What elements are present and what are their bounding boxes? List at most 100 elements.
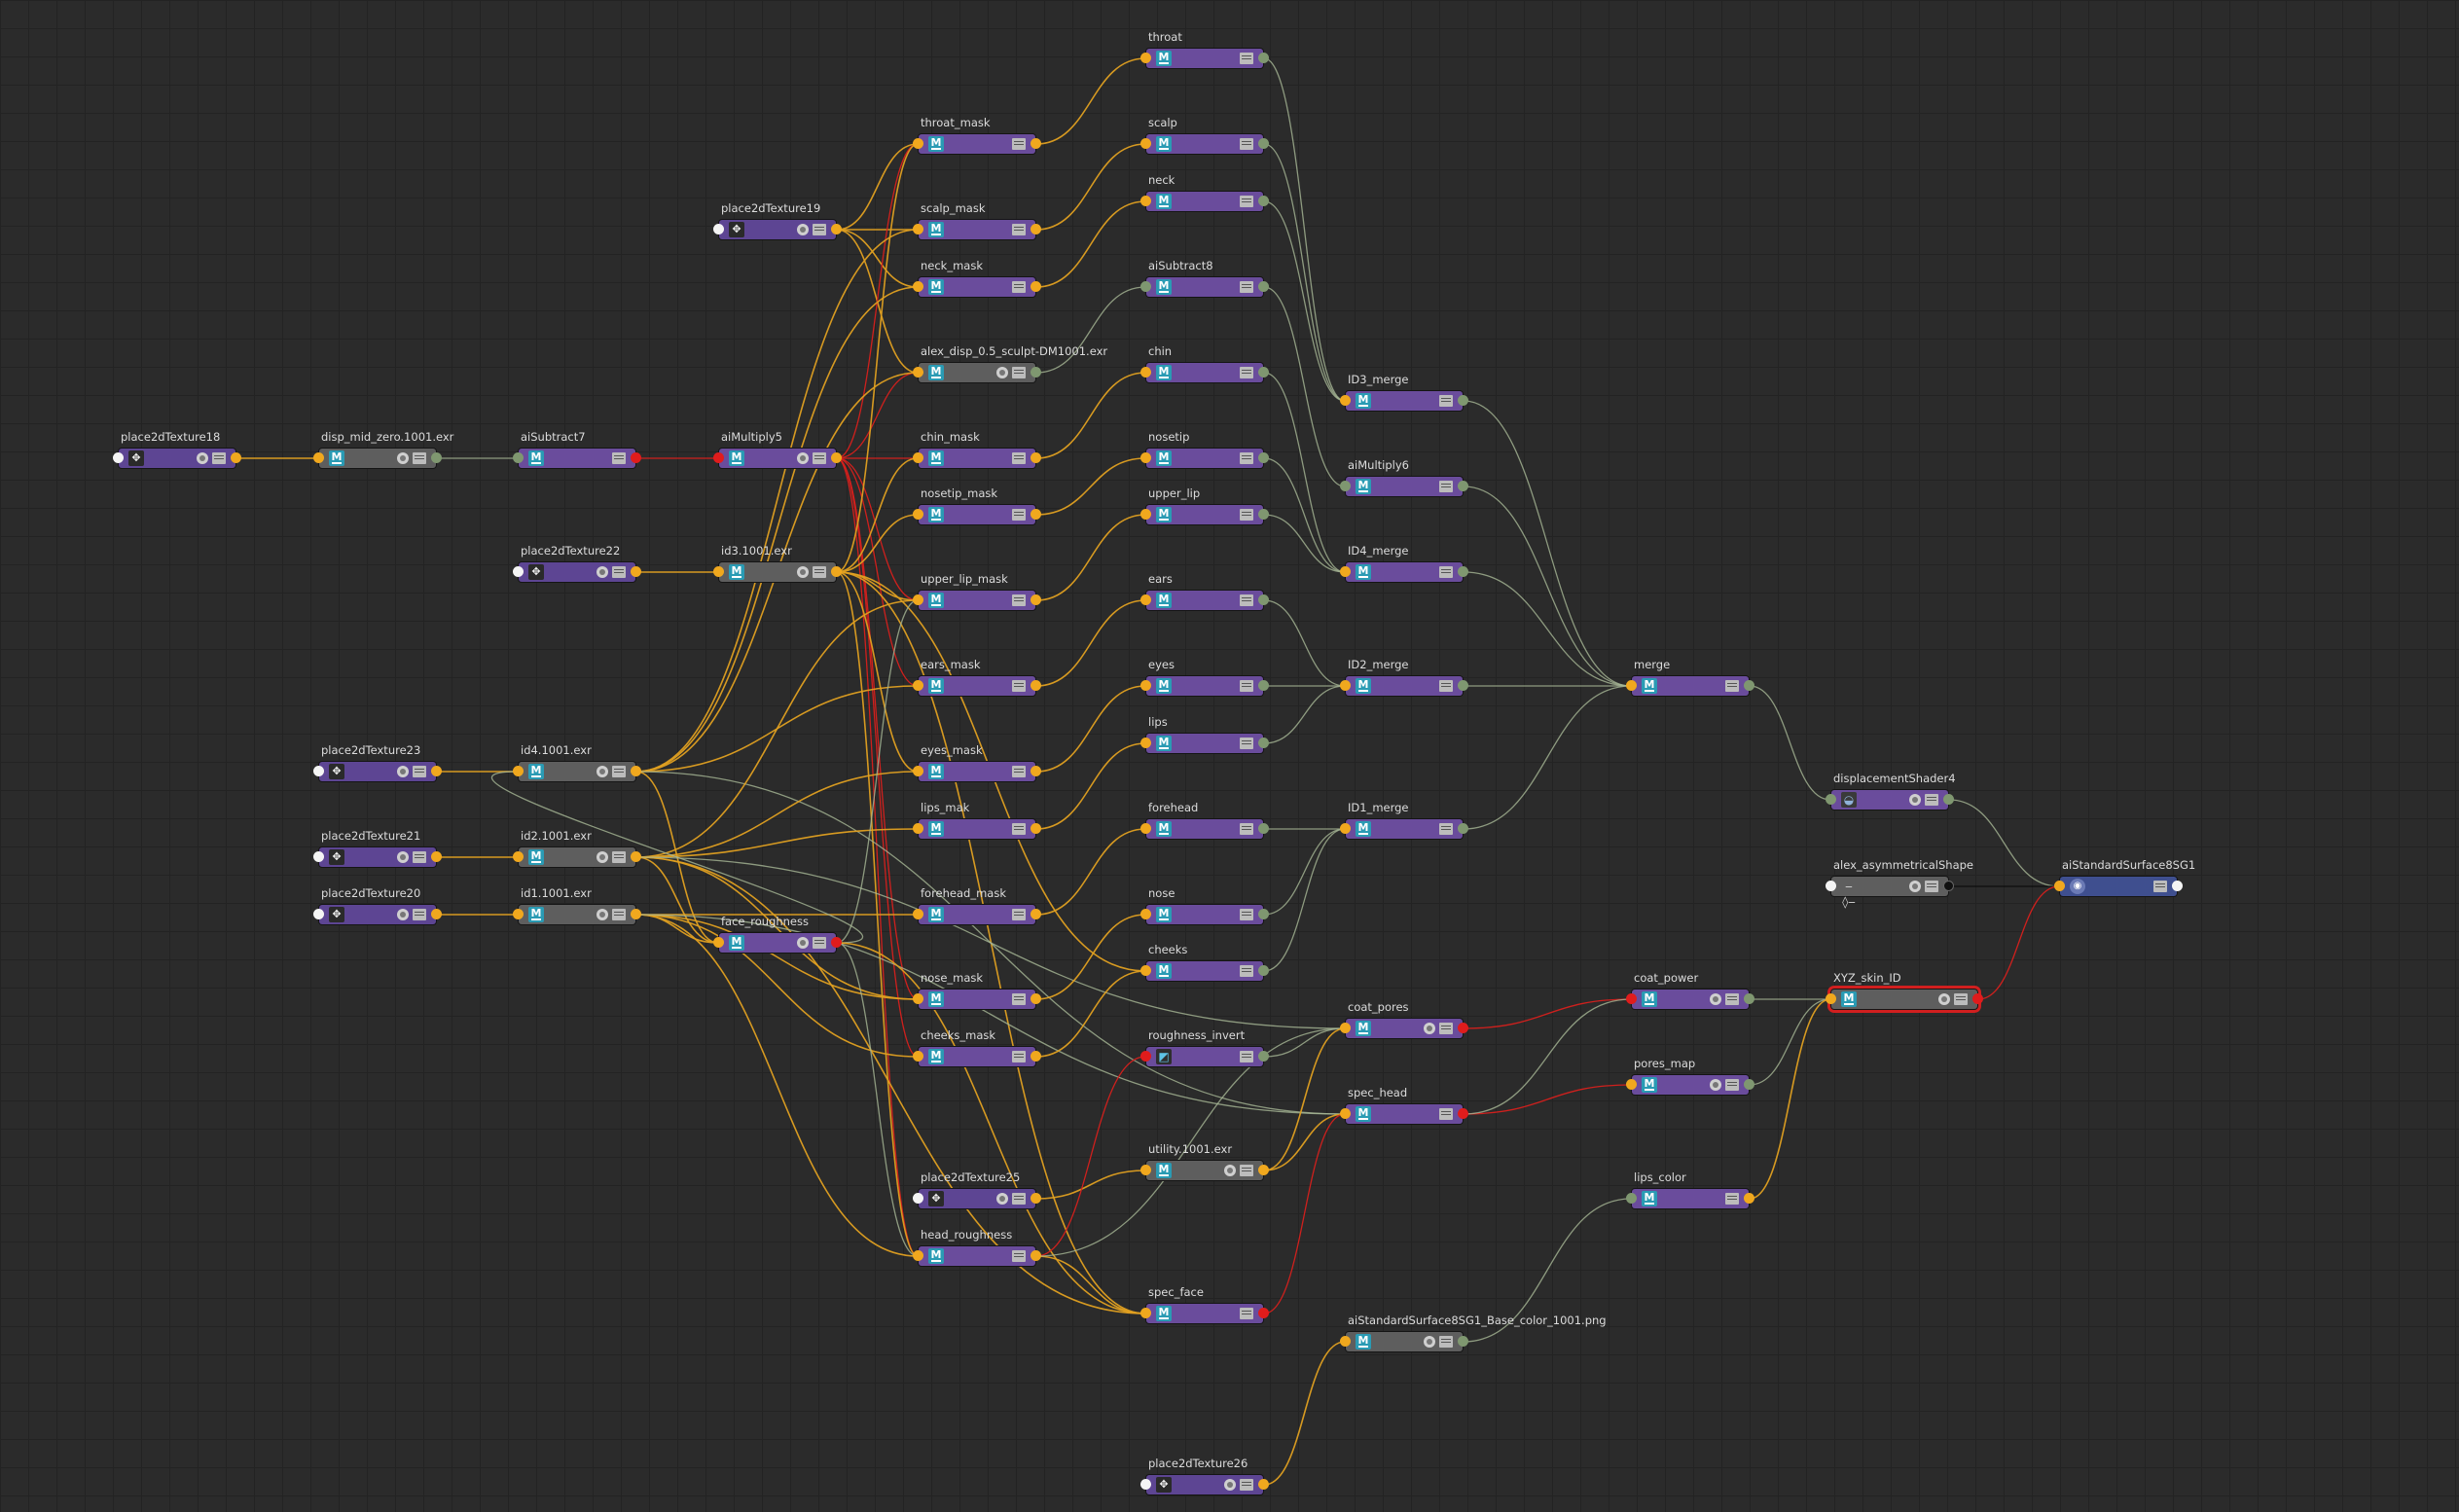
- attribute-view-icon[interactable]: [1925, 881, 1938, 892]
- output-port[interactable]: [1943, 881, 1954, 891]
- output-port[interactable]: [2172, 881, 2183, 891]
- attribute-view-icon[interactable]: [1240, 509, 1253, 521]
- input-port[interactable]: [2054, 881, 2065, 891]
- input-port[interactable]: [1140, 1308, 1151, 1318]
- attribute-view-icon[interactable]: [1240, 1051, 1253, 1062]
- swatch-toggle-icon[interactable]: [197, 452, 208, 464]
- input-port[interactable]: [1140, 196, 1151, 206]
- output-port[interactable]: [1258, 452, 1269, 463]
- attribute-view-icon[interactable]: [1240, 1479, 1253, 1491]
- output-port[interactable]: [1031, 909, 1041, 919]
- output-port[interactable]: [1031, 452, 1041, 463]
- attribute-view-icon[interactable]: [1240, 680, 1253, 692]
- input-port[interactable]: [1140, 1051, 1151, 1062]
- attribute-view-icon[interactable]: [413, 766, 426, 777]
- input-port[interactable]: [1140, 281, 1151, 292]
- input-port[interactable]: [513, 452, 524, 463]
- attribute-view-icon[interactable]: [612, 452, 626, 464]
- input-port[interactable]: [913, 224, 923, 234]
- attribute-view-icon[interactable]: [1012, 680, 1026, 692]
- node-place2dtexture22[interactable]: place2dTexture22✥: [513, 544, 641, 582]
- output-port[interactable]: [1258, 1051, 1269, 1062]
- input-port[interactable]: [1340, 395, 1351, 406]
- input-port[interactable]: [913, 993, 923, 1004]
- attribute-view-icon[interactable]: [813, 937, 826, 949]
- input-port[interactable]: [1140, 509, 1151, 520]
- output-port[interactable]: [1458, 1108, 1468, 1119]
- node-place2dtexture23[interactable]: place2dTexture23✥: [313, 743, 442, 781]
- attribute-view-icon[interactable]: [2153, 881, 2167, 892]
- attribute-view-icon[interactable]: [1439, 823, 1453, 835]
- attribute-view-icon[interactable]: [1240, 1308, 1253, 1319]
- input-port[interactable]: [1626, 1079, 1637, 1090]
- output-port[interactable]: [1258, 138, 1269, 149]
- node-place2dtexture26[interactable]: place2dTexture26✥: [1140, 1457, 1269, 1494]
- output-port[interactable]: [1031, 281, 1041, 292]
- input-port[interactable]: [1140, 680, 1151, 691]
- attribute-view-icon[interactable]: [1240, 1165, 1253, 1176]
- attribute-view-icon[interactable]: [1240, 594, 1253, 606]
- input-port[interactable]: [1140, 1165, 1151, 1175]
- attribute-view-icon[interactable]: [1012, 993, 1026, 1005]
- input-port[interactable]: [1340, 1023, 1351, 1033]
- attribute-view-icon[interactable]: [1925, 794, 1938, 806]
- output-port[interactable]: [1031, 823, 1041, 834]
- swatch-toggle-icon[interactable]: [996, 1193, 1008, 1205]
- input-port[interactable]: [1140, 738, 1151, 748]
- output-port[interactable]: [1031, 138, 1041, 149]
- input-port[interactable]: [1140, 965, 1151, 976]
- input-port[interactable]: [1826, 881, 1836, 891]
- input-port[interactable]: [1340, 1336, 1351, 1347]
- swatch-toggle-icon[interactable]: [1710, 1079, 1721, 1091]
- output-port[interactable]: [1258, 738, 1269, 748]
- output-port[interactable]: [1258, 53, 1269, 63]
- attribute-view-icon[interactable]: [413, 909, 426, 920]
- attribute-view-icon[interactable]: [1012, 224, 1026, 235]
- attribute-view-icon[interactable]: [1012, 823, 1026, 835]
- swatch-toggle-icon[interactable]: [1909, 881, 1921, 892]
- swatch-toggle-icon[interactable]: [1224, 1165, 1236, 1176]
- input-port[interactable]: [913, 452, 923, 463]
- input-port[interactable]: [1826, 993, 1836, 1004]
- attribute-view-icon[interactable]: [1240, 196, 1253, 207]
- swatch-toggle-icon[interactable]: [1710, 993, 1721, 1005]
- attribute-view-icon[interactable]: [1012, 909, 1026, 920]
- output-port[interactable]: [1458, 566, 1468, 577]
- swatch-toggle-icon[interactable]: [597, 851, 608, 863]
- input-port[interactable]: [1826, 794, 1836, 805]
- input-port[interactable]: [1626, 680, 1637, 691]
- attribute-view-icon[interactable]: [1439, 395, 1453, 407]
- input-port[interactable]: [1140, 367, 1151, 378]
- attribute-view-icon[interactable]: [1012, 367, 1026, 378]
- attribute-view-icon[interactable]: [1725, 1193, 1739, 1205]
- output-port[interactable]: [1258, 594, 1269, 605]
- input-port[interactable]: [913, 138, 923, 149]
- output-port[interactable]: [1458, 1336, 1468, 1347]
- attribute-view-icon[interactable]: [1240, 909, 1253, 920]
- input-port[interactable]: [913, 680, 923, 691]
- output-port[interactable]: [1031, 680, 1041, 691]
- input-port[interactable]: [513, 851, 524, 862]
- input-port[interactable]: [1626, 993, 1637, 1004]
- output-port[interactable]: [1258, 1165, 1269, 1175]
- output-port[interactable]: [1258, 367, 1269, 378]
- attribute-view-icon[interactable]: [1439, 680, 1453, 692]
- output-port[interactable]: [431, 851, 442, 862]
- output-port[interactable]: [1458, 395, 1468, 406]
- swatch-toggle-icon[interactable]: [797, 937, 809, 949]
